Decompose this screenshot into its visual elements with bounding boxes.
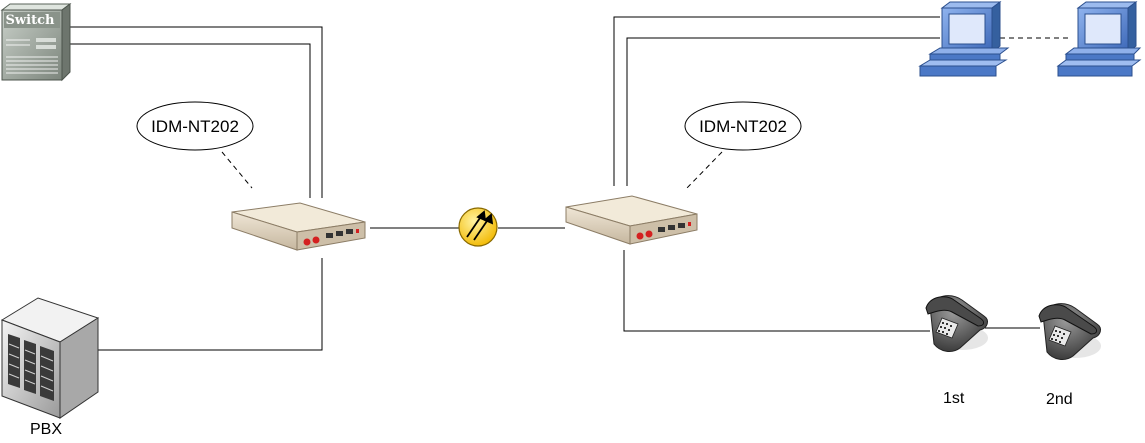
- callout-pointer-left: [221, 151, 253, 189]
- callout-right: IDM-NT202: [684, 101, 802, 151]
- cable-switch-outer: [62, 26, 323, 198]
- pbx-icon: [0, 297, 100, 419]
- media-converter-left: [231, 202, 366, 251]
- fiber-link-icon: [458, 207, 498, 247]
- callout-left: IDM-NT202: [136, 101, 254, 151]
- switch-icon: Switch: [0, 3, 72, 82]
- cable-switch-inner: [62, 43, 311, 198]
- callout-left-text: IDM-NT202: [151, 117, 239, 136]
- phone-1-label: 1st: [943, 390, 965, 407]
- phone-2-label: 2nd: [1046, 391, 1073, 408]
- callout-right-text: IDM-NT202: [699, 117, 787, 136]
- cable-pbx: [98, 258, 323, 351]
- cable-phone: [623, 250, 930, 332]
- cable-pc-inner: [626, 37, 940, 186]
- pbx-label: PBX: [30, 421, 63, 438]
- callout-pointer-right: [684, 151, 723, 191]
- media-converter-right: [565, 195, 698, 245]
- telephone-icon: [925, 295, 988, 352]
- switch-label: Switch: [6, 13, 55, 28]
- dashed-lines: [221, 37, 1070, 191]
- cable-pc-outer: [613, 16, 940, 186]
- cables: [62, 16, 1040, 351]
- computer-icon: [1056, 1, 1142, 77]
- computer-icon: [918, 1, 1010, 77]
- telephone-icon: [1038, 303, 1101, 360]
